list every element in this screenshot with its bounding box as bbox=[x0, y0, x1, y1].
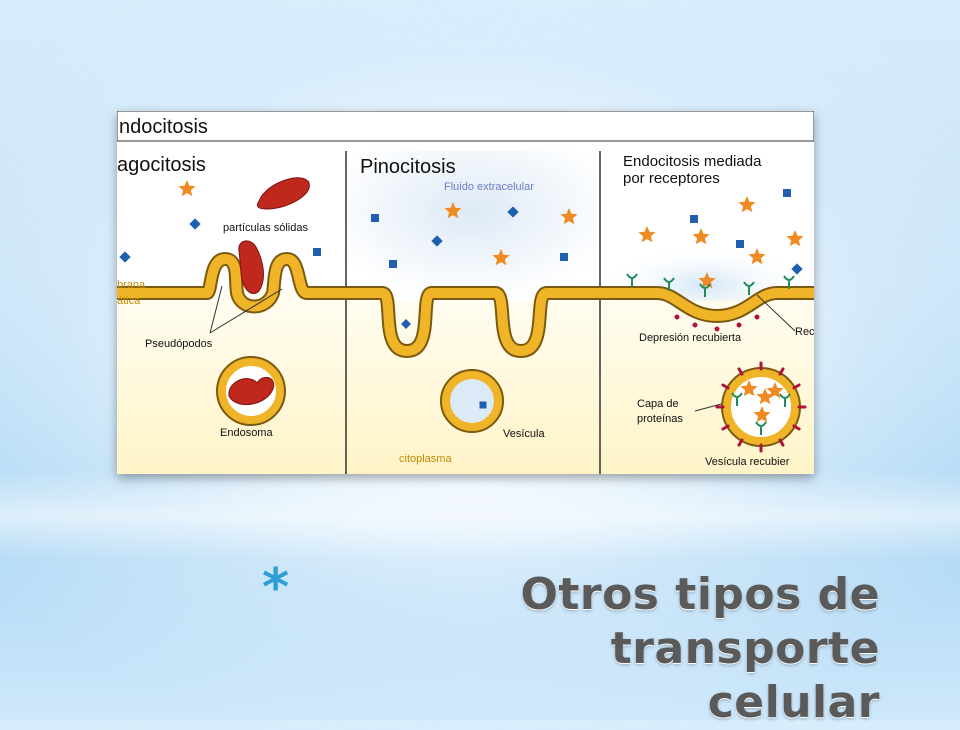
label-membrane-1: brana bbox=[117, 279, 146, 291]
star-molecule bbox=[738, 196, 756, 213]
receptor bbox=[699, 283, 711, 297]
coat-protein bbox=[792, 424, 801, 431]
panel-title-receptor-2: por receptores bbox=[623, 170, 720, 187]
label-protein-coat-2: proteínas bbox=[637, 413, 683, 425]
small-molecule bbox=[313, 248, 321, 256]
coat-protein bbox=[778, 367, 785, 376]
star-molecule bbox=[748, 248, 766, 265]
solid-particles bbox=[238, 177, 310, 294]
coat-protein bbox=[721, 424, 730, 431]
plasma-membrane bbox=[117, 252, 814, 358]
star-molecule bbox=[492, 249, 510, 266]
coat-protein bbox=[721, 383, 730, 390]
label-extracellular-fluid: Fluido extracelular bbox=[444, 181, 534, 193]
receptor-pointer bbox=[756, 294, 796, 332]
coat-protein bbox=[736, 322, 742, 328]
diagram-header: ndocitosis bbox=[119, 116, 208, 138]
receptor bbox=[755, 421, 767, 435]
star-molecule bbox=[786, 230, 804, 247]
endocytosis-diagram: ndocitosis agocitosis Pinocitosis Endoci… bbox=[117, 111, 814, 474]
receptor bbox=[743, 281, 755, 295]
small-molecule bbox=[479, 401, 487, 409]
label-coated-vesicle: Vesícula recubier bbox=[705, 456, 790, 468]
label-coated-pit: Depresión recubierta bbox=[639, 332, 742, 344]
receptor bbox=[783, 275, 795, 289]
panel-title-pinocytosis: Pinocitosis bbox=[360, 156, 456, 178]
pseudopod-pointers bbox=[209, 285, 283, 334]
coat-protein bbox=[692, 322, 698, 328]
pinocytosis-vesicle bbox=[440, 369, 504, 433]
panel-title-receptor-1: Endocitosis mediada bbox=[623, 153, 762, 170]
endosome bbox=[216, 356, 286, 426]
label-vesicle: Vesícula bbox=[503, 428, 545, 440]
protein-coat-pointer bbox=[694, 402, 726, 412]
star-molecule bbox=[698, 272, 716, 289]
star-molecule bbox=[740, 380, 758, 397]
small-molecule bbox=[560, 253, 568, 261]
label-receptor: Rec bbox=[795, 326, 814, 338]
small-molecule bbox=[389, 260, 397, 268]
small-molecule bbox=[783, 189, 791, 197]
label-solid-particles: partículas sólidas bbox=[223, 222, 308, 234]
star-molecule bbox=[692, 228, 710, 245]
small-molecule bbox=[791, 263, 803, 275]
coat-protein bbox=[754, 314, 760, 320]
receptor bbox=[731, 392, 743, 406]
label-cytoplasm: citoplasma bbox=[399, 453, 452, 465]
label-protein-coat-1: Capa de bbox=[637, 398, 679, 410]
coat-protein bbox=[792, 383, 801, 390]
slide-title: Otros tipos de transporte celular bbox=[270, 568, 880, 730]
coat-protein bbox=[737, 367, 744, 376]
background-glow bbox=[0, 470, 960, 560]
coat-protein bbox=[778, 438, 785, 447]
small-molecule bbox=[371, 214, 379, 222]
clathrin-coat bbox=[674, 314, 807, 453]
label-endosome: Endosoma bbox=[220, 427, 273, 439]
star-molecule bbox=[178, 180, 196, 197]
bullet-asterisk: * bbox=[262, 558, 290, 618]
small-molecule bbox=[690, 215, 698, 223]
coat-protein bbox=[714, 326, 720, 332]
star-molecule bbox=[638, 226, 656, 243]
slide-title-line-2: celular bbox=[707, 677, 880, 728]
star-molecule bbox=[753, 406, 771, 423]
star-molecule bbox=[766, 382, 784, 399]
star-molecules bbox=[178, 180, 804, 423]
star-molecule bbox=[560, 208, 578, 225]
star-molecule bbox=[756, 388, 774, 405]
coat-protein bbox=[674, 314, 680, 320]
star-molecule bbox=[444, 202, 462, 219]
label-membrane-2: ática bbox=[117, 295, 141, 307]
membrane-receptors bbox=[626, 273, 795, 435]
slide-title-line-1: Otros tipos de transporte bbox=[520, 569, 880, 674]
coat-protein bbox=[737, 438, 744, 447]
label-pseudopods: Pseudópodos bbox=[145, 338, 213, 350]
receptor bbox=[663, 277, 675, 291]
header-bar bbox=[117, 111, 814, 142]
receptor bbox=[626, 273, 638, 287]
extracellular-fluid-area bbox=[347, 151, 597, 301]
panel-title-phagocytosis: agocitosis bbox=[117, 154, 206, 176]
small-molecule bbox=[736, 240, 744, 248]
receptor bbox=[779, 393, 791, 407]
